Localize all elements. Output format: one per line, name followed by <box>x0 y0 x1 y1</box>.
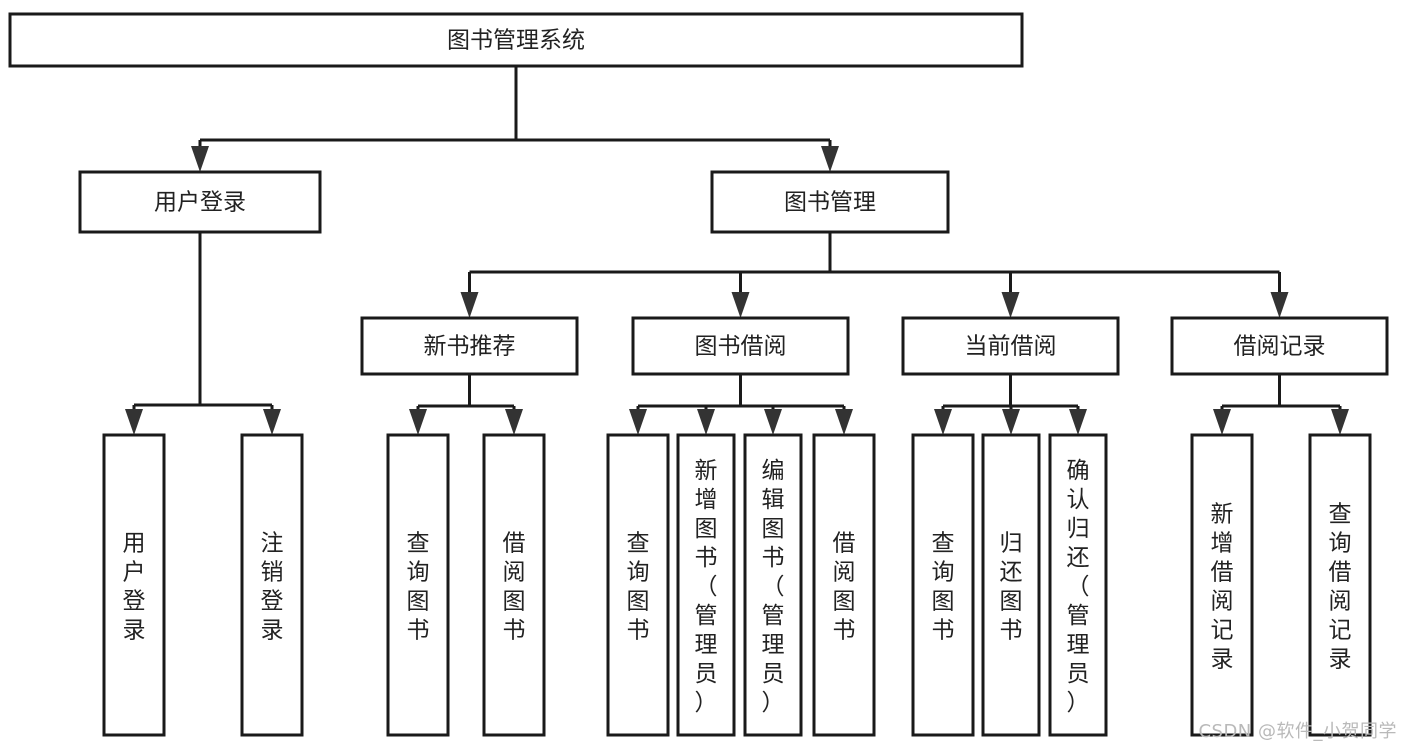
node-borrow[interactable]: 图书借阅 <box>631 316 850 376</box>
node-r2[interactable]: 查询借阅记录 <box>1308 433 1372 737</box>
node-box <box>606 433 670 737</box>
node-box <box>78 170 322 234</box>
node-l2[interactable]: 注销登录 <box>240 433 304 737</box>
node-label: 当前借阅 <box>965 334 1057 360</box>
node-label: 图书借阅 <box>695 334 787 360</box>
node-layer: 图书管理系统用户登录图书管理新书推荐图书借阅当前借阅借阅记录用户登录注销登录查询… <box>8 12 1389 737</box>
node-record[interactable]: 借阅记录 <box>1170 316 1389 376</box>
edge-layer <box>125 66 1349 435</box>
node-n1[interactable]: 查询图书 <box>386 433 450 737</box>
node-newbook[interactable]: 新书推荐 <box>360 316 579 376</box>
node-box <box>8 12 1024 68</box>
arrow-head <box>934 409 952 435</box>
node-label: 编辑图书（管理员） <box>762 458 785 716</box>
arrow-head <box>409 409 427 435</box>
node-bookmgmt[interactable]: 图书管理 <box>710 170 950 234</box>
node-b1[interactable]: 查询图书 <box>606 433 670 737</box>
node-box <box>812 433 876 737</box>
node-l1[interactable]: 用户登录 <box>102 433 166 737</box>
node-label: 借阅图书 <box>833 530 856 643</box>
node-label: 用户登录 <box>123 530 146 643</box>
node-box <box>901 316 1120 376</box>
node-box <box>981 433 1041 737</box>
node-label: 注销登录 <box>261 530 284 643</box>
node-box <box>240 433 304 737</box>
arrow-head <box>1270 292 1289 318</box>
arrow-head <box>125 409 143 435</box>
arrow-head <box>505 409 523 435</box>
arrow-head <box>1002 409 1020 435</box>
node-box <box>386 433 450 737</box>
node-box <box>743 433 803 737</box>
node-box <box>1170 316 1389 376</box>
node-label: 图书管理系统 <box>447 28 585 54</box>
arrow-head <box>764 409 782 435</box>
node-b4[interactable]: 借阅图书 <box>812 433 876 737</box>
node-box <box>631 316 850 376</box>
node-c2[interactable]: 归还图书 <box>981 433 1041 737</box>
node-box <box>482 433 546 737</box>
node-b2[interactable]: 新增图书（管理员） <box>676 433 736 737</box>
arrow-head <box>821 146 839 172</box>
node-r1[interactable]: 新增借阅记录 <box>1190 433 1254 737</box>
node-label: 借阅记录 <box>1234 334 1326 360</box>
node-label: 查询图书 <box>627 530 650 643</box>
node-box <box>1308 433 1372 737</box>
node-box <box>1190 433 1254 737</box>
arrow-head <box>629 409 647 435</box>
node-box <box>102 433 166 737</box>
arrow-head <box>1069 409 1087 435</box>
node-label: 确认归还（管理员） <box>1067 458 1090 716</box>
arrow-head <box>263 409 281 435</box>
arrow-head <box>697 409 715 435</box>
node-label: 新增借阅记录 <box>1211 501 1234 672</box>
node-label: 归还图书 <box>1000 530 1023 643</box>
node-login[interactable]: 用户登录 <box>78 170 322 234</box>
node-c3[interactable]: 确认归还（管理员） <box>1048 433 1108 737</box>
csdn-watermark: CSDN @软件_小贺同学 <box>1198 721 1397 742</box>
arrow-head <box>1001 292 1020 318</box>
arrow-head <box>731 292 750 318</box>
node-label: 查询图书 <box>932 530 955 643</box>
node-label: 新增图书（管理员） <box>695 458 718 716</box>
arrow-head <box>1331 409 1349 435</box>
node-box <box>676 433 736 737</box>
node-box <box>1048 433 1108 737</box>
node-label: 查询图书 <box>407 530 430 643</box>
arrow-head <box>460 292 479 318</box>
arrow-head <box>835 409 853 435</box>
node-label: 新书推荐 <box>424 334 516 360</box>
node-c1[interactable]: 查询图书 <box>911 433 975 737</box>
node-label: 查询借阅记录 <box>1329 501 1352 672</box>
node-b3[interactable]: 编辑图书（管理员） <box>743 433 803 737</box>
arrow-head <box>1213 409 1231 435</box>
arrow-head <box>191 146 209 172</box>
node-label: 借阅图书 <box>503 530 526 643</box>
node-root[interactable]: 图书管理系统 <box>8 12 1024 68</box>
node-current[interactable]: 当前借阅 <box>901 316 1120 376</box>
node-label: 用户登录 <box>154 190 246 216</box>
node-box <box>911 433 975 737</box>
node-box <box>710 170 950 234</box>
node-box <box>360 316 579 376</box>
node-n2[interactable]: 借阅图书 <box>482 433 546 737</box>
node-label: 图书管理 <box>784 190 876 216</box>
